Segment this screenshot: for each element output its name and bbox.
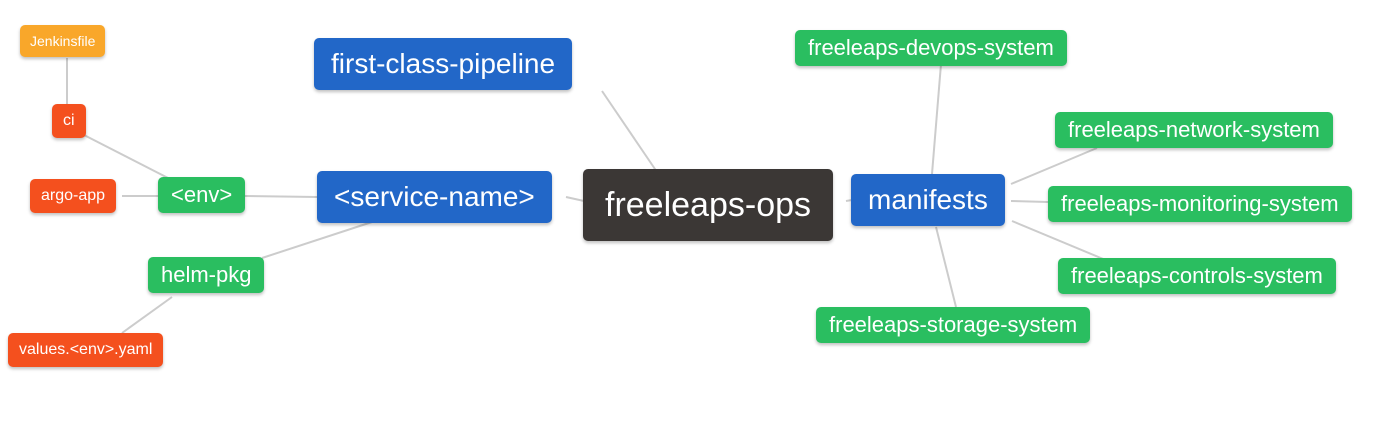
edge-manifests-freeleaps-monitoring-system xyxy=(1010,200,1049,203)
edge-service-name-freeleaps-ops xyxy=(565,196,585,202)
node-helm-pkg[interactable]: helm-pkg xyxy=(148,257,265,293)
edge-manifests-freeleaps-controls-system xyxy=(1011,220,1109,262)
node-jenkinsfile[interactable]: Jenkinsfile xyxy=(20,25,106,57)
node-argo-app[interactable]: argo-app xyxy=(30,179,117,213)
node-ci[interactable]: ci xyxy=(52,104,86,138)
node-service-name[interactable]: <service-name> xyxy=(317,171,552,223)
edge-manifests-freeleaps-devops-system xyxy=(931,63,942,175)
node-freeleaps-controls-system[interactable]: freeleaps-controls-system xyxy=(1058,258,1336,294)
node-freeleaps-devops-system[interactable]: freeleaps-devops-system xyxy=(795,30,1067,66)
node-freeleaps-storage-system[interactable]: freeleaps-storage-system xyxy=(816,307,1091,343)
edge-env-service-name xyxy=(244,195,318,198)
edge-manifests-freeleaps-storage-system xyxy=(935,226,957,308)
edge-ci-env xyxy=(83,134,171,180)
edge-manifests-freeleaps-network-system xyxy=(1010,147,1098,185)
node-freeleaps-ops[interactable]: freeleaps-ops xyxy=(583,169,834,241)
node-freeleaps-monitoring-system[interactable]: freeleaps-monitoring-system xyxy=(1048,186,1352,222)
node-values-env-yaml[interactable]: values.<env>.yaml xyxy=(8,333,164,367)
edge-values-env-yaml-helm-pkg xyxy=(121,296,173,334)
node-freeleaps-network-system[interactable]: freeleaps-network-system xyxy=(1055,112,1333,148)
node-manifests[interactable]: manifests xyxy=(851,174,1005,226)
node-first-class-pipeline[interactable]: first-class-pipeline xyxy=(314,38,573,90)
edge-helm-pkg-service-name xyxy=(261,221,373,259)
node-env[interactable]: <env> xyxy=(158,177,246,213)
edge-first-class-pipeline-freeleaps-ops xyxy=(601,90,658,173)
